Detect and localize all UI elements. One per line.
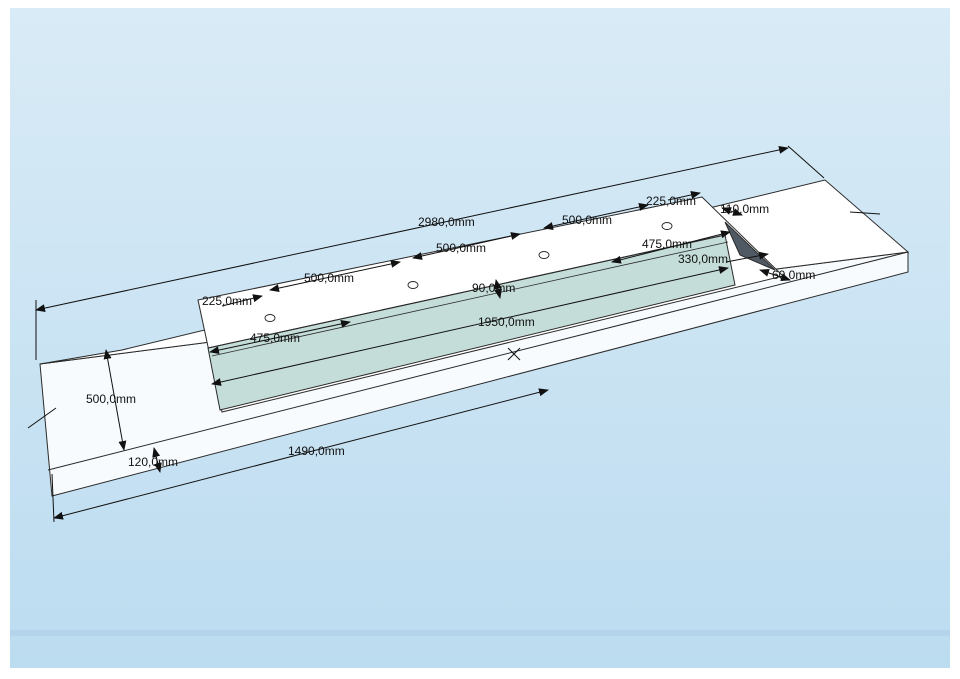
basin-length-label: 1950,0mm xyxy=(478,315,535,329)
right-inset-dimension xyxy=(611,230,731,264)
tap-hole-1 xyxy=(264,314,276,322)
basin-depth-label: 90,0mm xyxy=(472,281,515,295)
hole-spacing-1-label: 500,0mm xyxy=(304,271,354,285)
overall-length-extension-right xyxy=(787,145,825,179)
left-end-tick xyxy=(27,407,57,429)
depth-dimension xyxy=(103,349,127,451)
hole-edge-right-dimension xyxy=(667,191,701,201)
rear-offset-label: 330,0mm xyxy=(678,252,728,266)
hole-spacing-3-label: 500,0mm xyxy=(562,213,612,227)
dimension-labels: 2980,0mm 500,0mm 120,0mm 1490,0mm 1950,0… xyxy=(86,194,815,469)
right-inset-label: 475,0mm xyxy=(642,237,692,251)
front-length-extension xyxy=(51,473,55,523)
drain-width-dimension xyxy=(759,269,791,281)
drain-width-label: 60,0mm xyxy=(772,268,815,282)
basin-depth-dimension xyxy=(494,279,502,299)
overall-length-label: 2980,0mm xyxy=(418,215,475,229)
hole-spacing-dimension-3 xyxy=(543,203,649,230)
left-inset-dimension xyxy=(209,319,351,355)
slope-width-label: 110,0mm xyxy=(720,202,769,216)
front-offset-label: 1490,0mm xyxy=(288,444,345,458)
left-inset-label: 475,0mm xyxy=(250,331,300,345)
hole-edge-left-label: 225,0mm xyxy=(202,294,252,308)
right-end-tick xyxy=(849,211,881,215)
overall-length-dimension xyxy=(35,145,789,313)
dimension-lines xyxy=(27,145,881,523)
tap-hole-3 xyxy=(538,251,550,259)
center-mark-b xyxy=(507,347,521,361)
hole-edge-right-label: 225,0mm xyxy=(646,194,696,208)
hole-spacing-dimension-1 xyxy=(269,259,401,293)
hole-spacing-2-label: 500,0mm xyxy=(436,241,486,255)
thickness-label: 120,0mm xyxy=(128,455,178,469)
front-length-dimension xyxy=(53,388,549,520)
bottom-band xyxy=(10,630,950,636)
slope-width-dimension xyxy=(721,207,743,216)
hole-edge-left-dimension xyxy=(221,294,263,307)
thickness-dimension xyxy=(152,447,162,473)
basin-length-dimension xyxy=(211,266,729,386)
overall-depth-label: 500,0mm xyxy=(86,392,136,406)
tap-hole-4 xyxy=(661,222,673,230)
hole-spacing-dimension-2 xyxy=(412,232,521,260)
tap-hole-2 xyxy=(407,281,419,289)
rear-offset-dimension xyxy=(725,251,769,263)
